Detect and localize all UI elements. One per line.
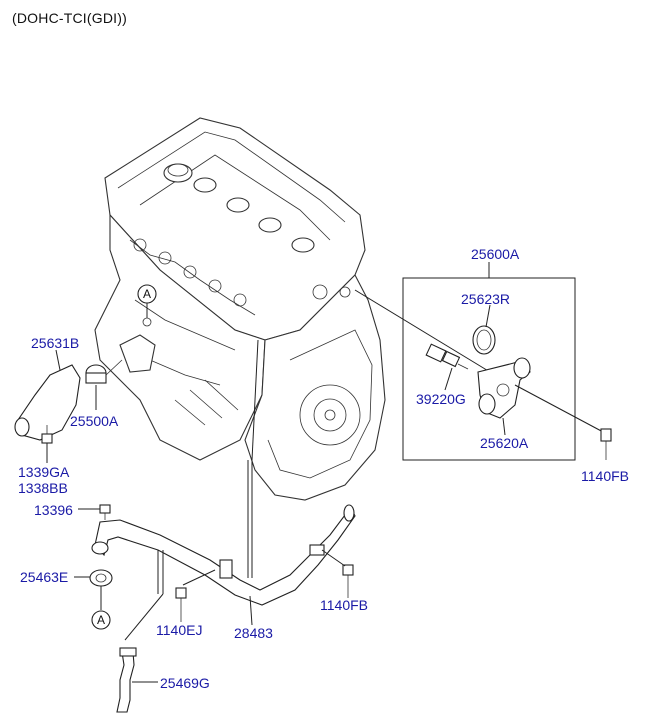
- temp-sensor-39220g: [425, 343, 469, 370]
- label-25620a: 25620A: [480, 435, 529, 451]
- label-28483: 28483: [234, 625, 273, 641]
- marker-a-bottom-ring: [91, 610, 111, 630]
- label-25631b: 25631B: [31, 335, 80, 351]
- label-1140fb-right: 1140FB: [581, 468, 629, 484]
- marker-a-top: A: [143, 287, 152, 301]
- label-25469g: 25469G: [160, 675, 210, 691]
- bolt-1140fb-right: [600, 428, 612, 460]
- diagram-header: (DOHC-TCI(GDI)): [12, 10, 127, 26]
- label-13396: 13396: [34, 502, 73, 518]
- water-outlet-25620a: [477, 357, 531, 419]
- gasket-25463e: [89, 569, 113, 587]
- label-1339ga: 1339GA: [18, 464, 70, 480]
- label-25500a: 25500A: [70, 413, 119, 429]
- label-1140ej: 1140EJ: [156, 622, 203, 638]
- label-1140fb-lower: 1140FB: [320, 597, 368, 613]
- bolt-1140ej: [175, 587, 187, 622]
- label-25600a: 25600A: [471, 246, 520, 262]
- marker-a-bottom: A: [97, 613, 106, 627]
- label-1338bb: 1338BB: [18, 480, 68, 496]
- water-pipe-28483: [91, 504, 356, 606]
- engine-block: [94, 117, 386, 501]
- label-25623r: 25623R: [461, 291, 511, 307]
- thermostat-25500a: [85, 359, 123, 384]
- hose-25469g: [116, 647, 137, 713]
- label-25463e: 25463E: [20, 569, 69, 585]
- bolt-13396: [99, 504, 111, 520]
- label-39220g: 39220G: [416, 391, 466, 407]
- oring-25623r: [472, 325, 496, 355]
- bolt-1140fb-lower: [342, 564, 354, 598]
